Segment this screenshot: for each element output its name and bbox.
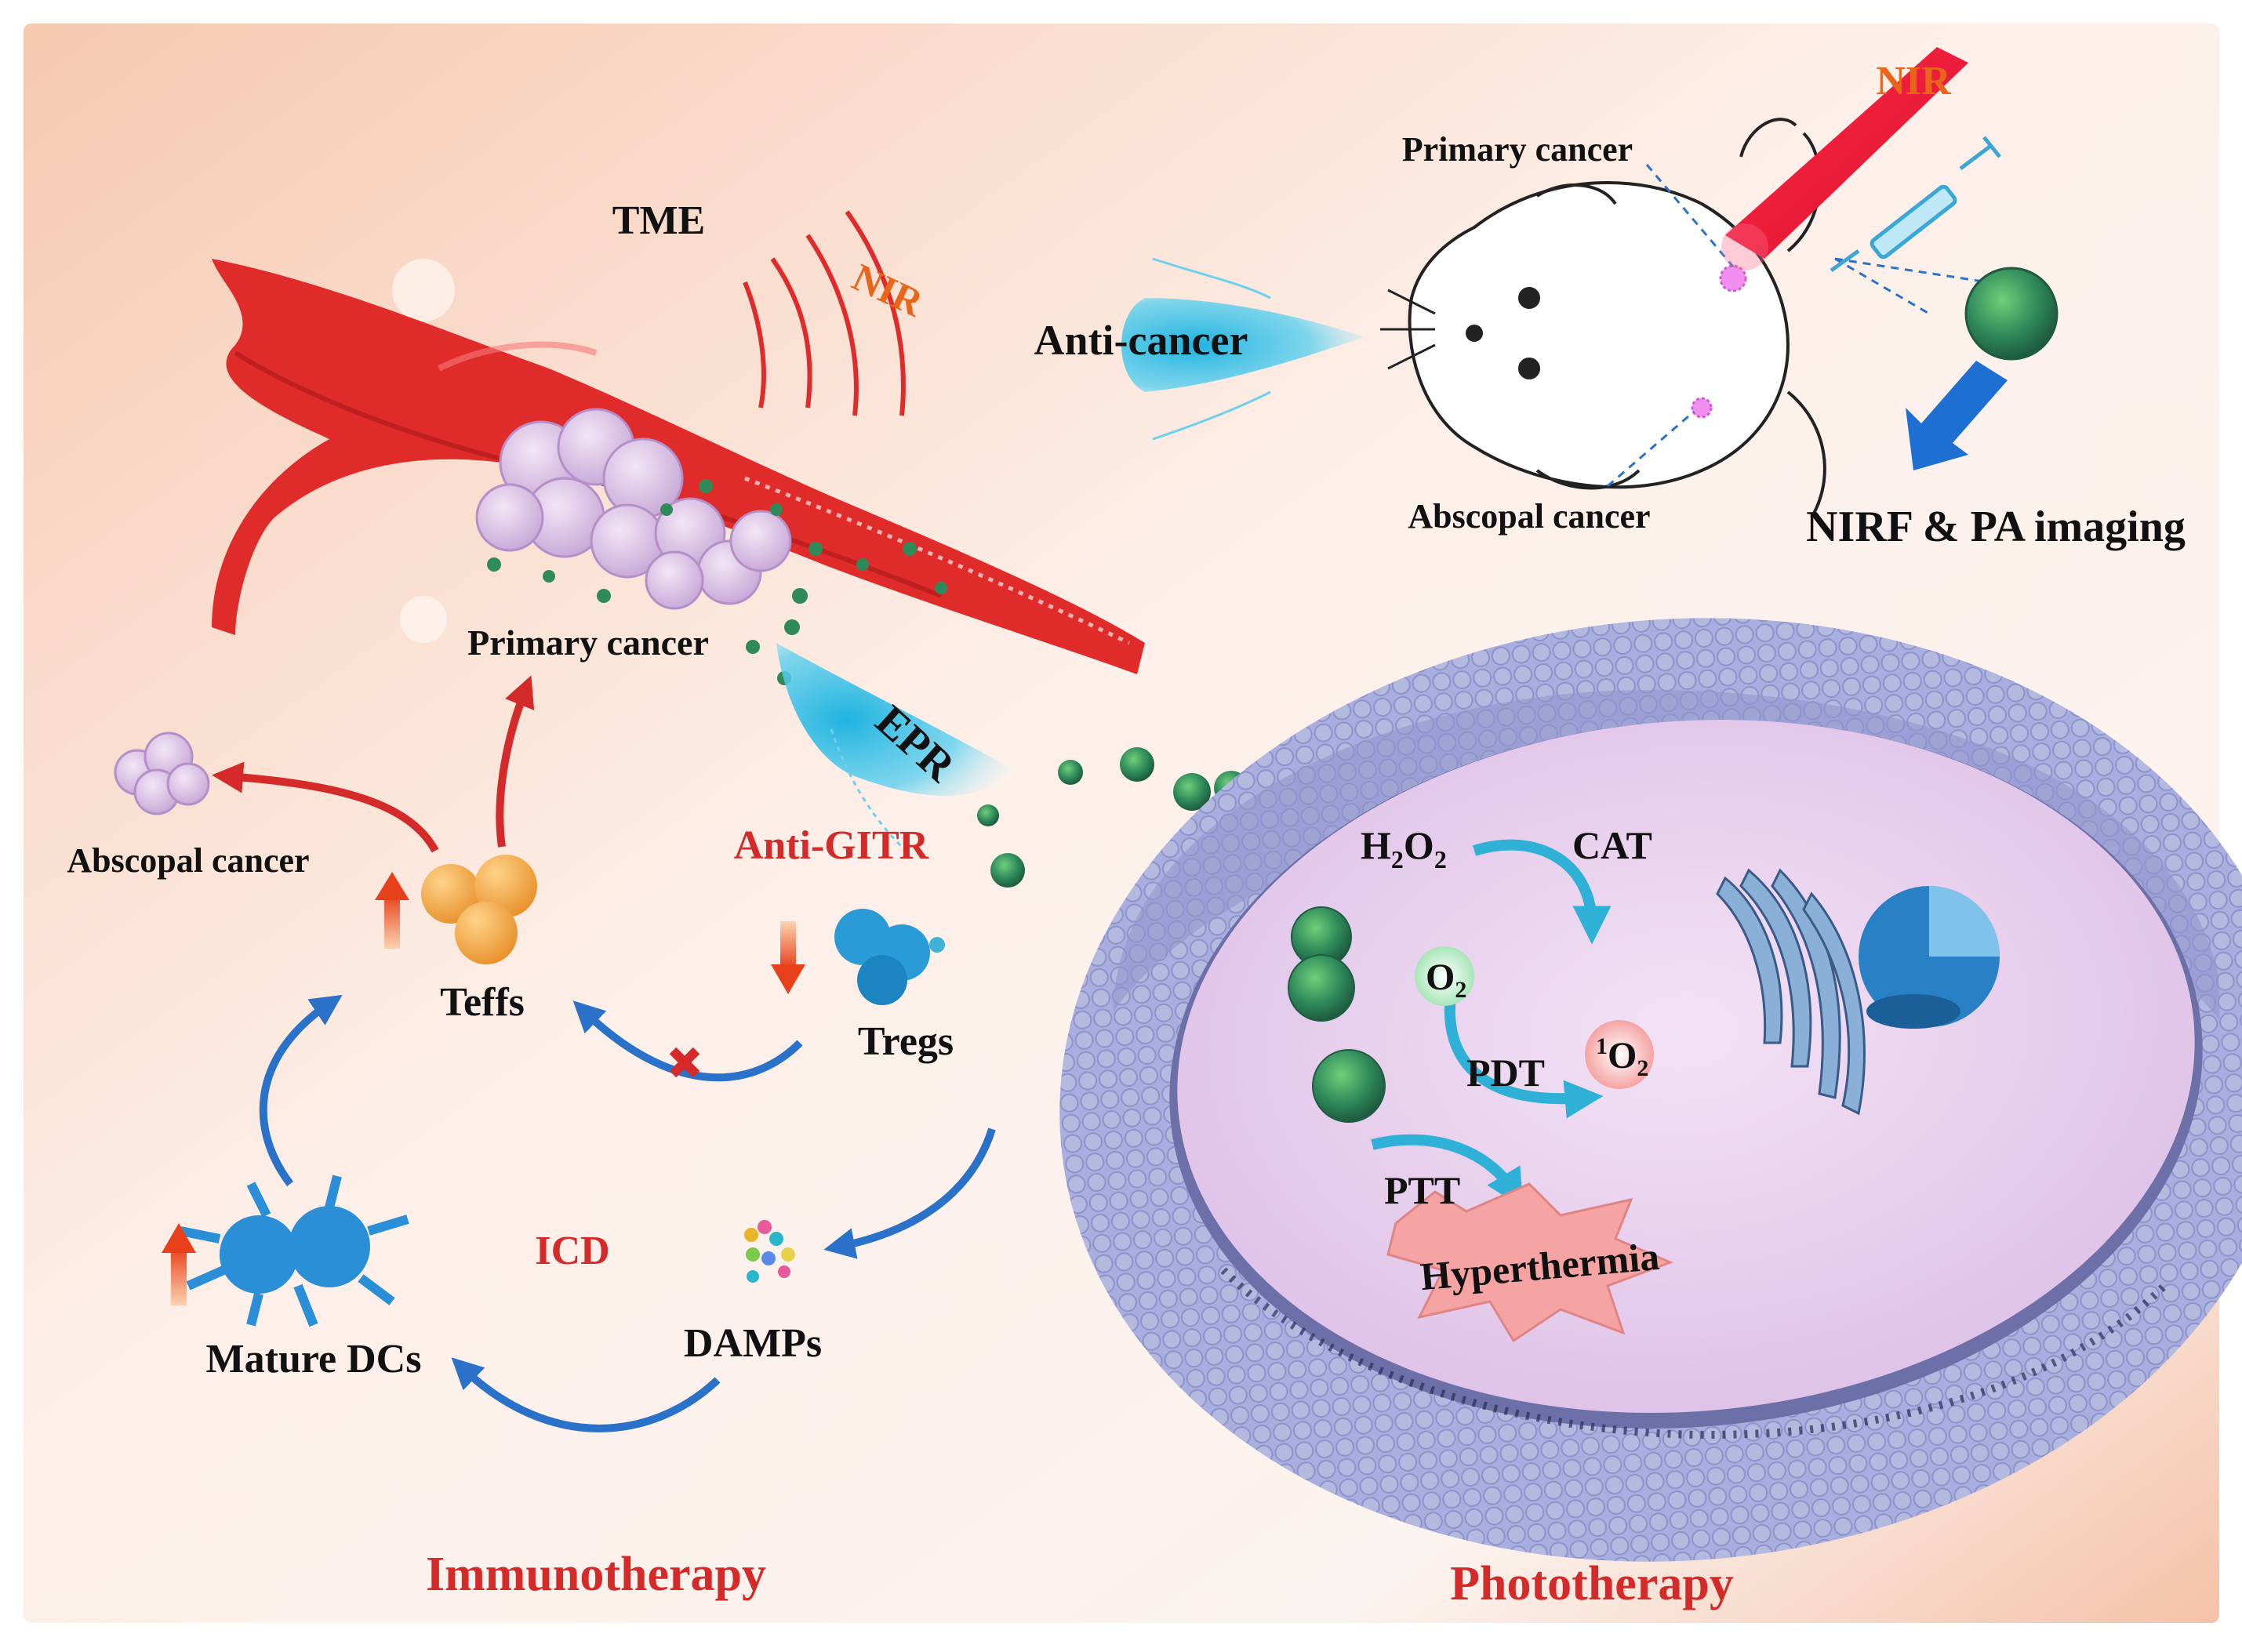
label-primary-cancer: Primary cancer [467,623,709,663]
decrease-arrow-tregs-head [771,964,805,994]
abscopal-tumor-icon [114,732,210,815]
nanoparticles-small [487,479,947,685]
increase-arrow-dcs [171,1247,187,1305]
increase-arrow-dcs-head [162,1223,196,1253]
label-damps: DAMPs [684,1321,822,1366]
label-o2: O2 [1426,957,1466,1003]
nanoparticle-large-icon [1964,267,2058,361]
epr-beam [776,643,1012,848]
label-mouse-abscopal-cancer: Abscopal cancer [1408,497,1650,536]
label-tregs: Tregs [858,1019,954,1064]
treg-cells-icon [834,909,945,1005]
teff-cells-icon [421,855,537,964]
label-cat: CAT [1572,823,1652,867]
glow-spot [392,259,455,321]
label-imaging: NIRF & PA imaging [1806,503,2186,551]
label-h2o2: H2O2 [1361,823,1447,873]
label-tme: TME [612,198,705,243]
nir-laser-beam [1721,47,1968,270]
label-icd: ICD [535,1229,609,1273]
label-pdt: PDT [1466,1051,1545,1095]
cycle-arrows-red [212,675,535,853]
decrease-arrow-tregs [780,921,796,968]
label-anti-gitr: Anti-GITR [734,823,930,868]
reaction-arrows [1371,839,1612,1208]
singlet-oxygen-bubble [1585,1020,1654,1089]
mouse-tumor-spots [1691,264,1747,419]
block-x-icon [669,1047,700,1078]
label-singlet-oxygen: 1O2 [1596,1033,1648,1081]
damps-icon [744,1220,795,1283]
cycle-arrows-blue [259,994,996,1432]
increase-arrow-teffs-head [375,872,409,900]
o2-bubble [1415,946,1474,1006]
label-abscopal-cancer: Abscopal cancer [67,841,309,880]
label-teffs: Teffs [440,980,525,1025]
label-mouse-primary-cancer: Primary cancer [1402,130,1633,169]
label-anti-cancer: Anti-cancer [1034,317,1248,364]
increase-arrow-teffs [384,894,400,949]
glow-spot [400,596,447,643]
golgi-apparatus-icon [1716,868,1866,1116]
label-phototherapy: Phototherapy [1450,1557,1734,1610]
mature-dc-icon [179,1175,409,1327]
label-mature-dcs: Mature DCs [206,1337,422,1382]
nanoparticles-intracellular [1288,906,1386,1123]
primary-tumor-cluster [475,408,792,610]
syringe-icon [1830,136,2001,273]
nucleus-icon [1859,886,2000,1029]
nir-waves [743,210,906,416]
anti-cancer-beam [1121,257,1364,441]
hyperthermia-burst [1386,1182,1674,1343]
imaging-arrow [1906,361,2008,470]
label-nir-laser: NIR [1876,59,1952,103]
label-ptt: PTT [1384,1168,1460,1212]
label-immunotherapy: Immunotherapy [426,1548,766,1601]
